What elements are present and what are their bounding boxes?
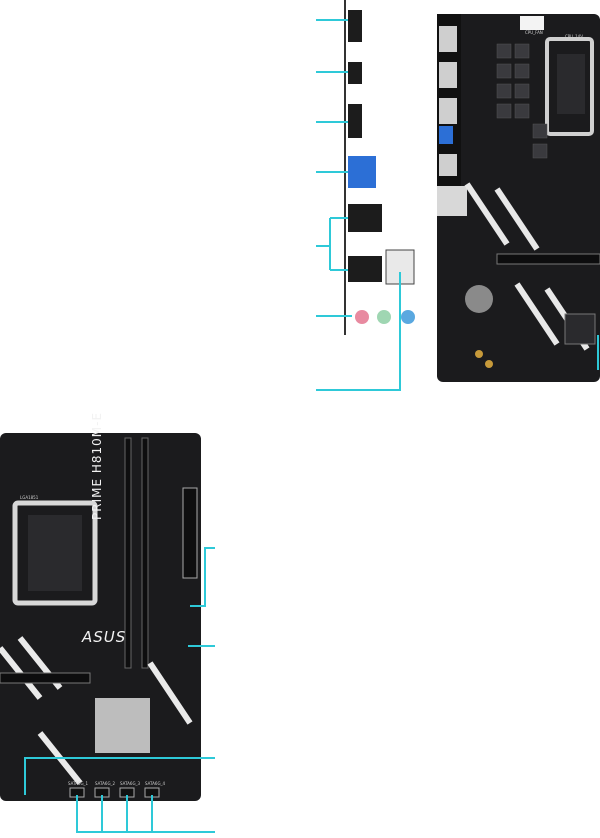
vrm-array: [496, 43, 548, 159]
upper-bottom-connector-1: [475, 350, 483, 358]
atx-power-connector: [182, 487, 198, 579]
io-block-2: [348, 62, 362, 84]
io-panel: [316, 0, 415, 391]
lower-label-socket: LGA1851: [20, 495, 39, 500]
io-port-1: [439, 26, 457, 52]
chipset-heatsink: [95, 698, 150, 753]
io-port-5: [439, 154, 457, 176]
lower-callouts: [24, 547, 215, 833]
callout-sata: [76, 795, 215, 833]
lower-cpu-socket-inner: [28, 515, 82, 591]
io-port-usb3: [439, 126, 453, 144]
upper-heatsink: [465, 285, 493, 313]
asus-logo: ASUS: [82, 628, 127, 646]
io-port-3: [439, 98, 457, 124]
io-block-usb2-top: [348, 204, 382, 232]
lower-motherboard: LGA1851 SATA6G_1 SATA6G_2 SATA6G_3 SATA6…: [0, 433, 201, 801]
callout-m2: [24, 757, 215, 795]
dram-slot-a1: [124, 437, 132, 669]
io-port-2: [439, 62, 457, 88]
audio-jack-pink: [355, 310, 369, 324]
upper-chip: [564, 313, 596, 345]
dram-slot-b1: [141, 437, 149, 669]
lower-label-sata4: SATA6G_4: [145, 781, 166, 786]
upper-bottom-connector-2: [485, 360, 493, 368]
audio-jack-green: [377, 310, 391, 324]
lower-label-sata1: SATA6G_1: [68, 781, 89, 786]
upper-board-detail: CPU_14V CPU_FAN: [437, 14, 600, 368]
lower-label-sata3: SATA6G_3: [120, 781, 141, 786]
pcie-slot: [496, 253, 600, 265]
upper-label-fan: CPU_FAN: [525, 30, 543, 35]
io-block-usb3: [348, 156, 376, 188]
lower-cpu-socket: [12, 500, 98, 606]
cpu-power-connector: [520, 16, 544, 30]
io-block-1: [348, 10, 362, 42]
lower-label-sata2: SATA6G_2: [95, 781, 116, 786]
upper-motherboard: CPU_14V CPU_FAN: [437, 14, 600, 382]
io-callouts: [316, 19, 401, 391]
io-block-3: [348, 104, 362, 138]
callout-atx-power: [190, 547, 215, 607]
io-port-lan: [437, 186, 467, 216]
upper-right-callout: [597, 335, 599, 370]
cpu-socket: [545, 37, 594, 136]
lower-pcie-slot: [0, 672, 91, 684]
io-block-usb2-bottom: [348, 256, 382, 282]
cpu-socket-inner: [557, 54, 585, 114]
upper-label-cpu: CPU_14V: [565, 34, 583, 39]
audio-jack-blue: [401, 310, 415, 324]
board-model-label: PRIME H810M-E: [90, 411, 104, 520]
